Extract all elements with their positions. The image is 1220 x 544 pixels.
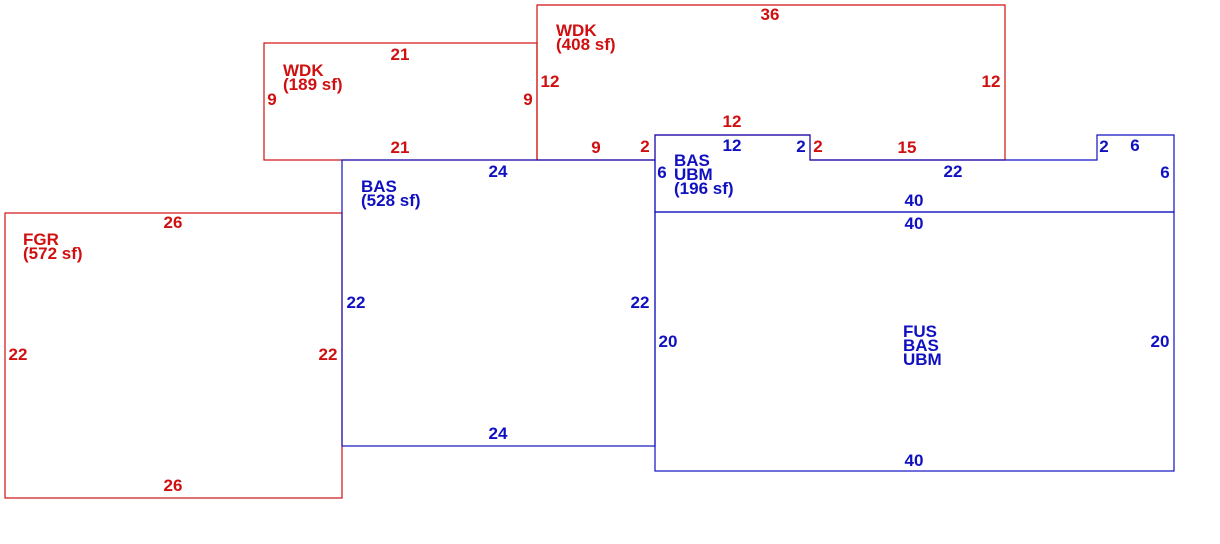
dim-bas-ubm-small-notch-top: 12 xyxy=(722,136,742,155)
dim-fus-right: 20 xyxy=(1150,332,1170,351)
dim-wdk-large-bottom-a: 9 xyxy=(591,138,601,157)
dim-wdk-small-top: 21 xyxy=(390,45,410,64)
dim-wdk-large-bottom-c: 2 xyxy=(813,137,823,156)
dim-wdk-large-bottom-d: 15 xyxy=(897,138,917,157)
bas-ubm-small-code-1: BAS xyxy=(674,151,710,170)
dim-wdk-large-bottom-b: 2 xyxy=(640,137,650,156)
dim-bas-ubm-small-bottom: 40 xyxy=(904,191,924,210)
dim-fgr-bottom: 26 xyxy=(163,476,183,495)
dim-bas-main-right: 22 xyxy=(630,293,650,312)
dim-wdk-small-bottom: 21 xyxy=(390,138,410,157)
dim-fgr-left: 22 xyxy=(8,345,28,364)
dim-fus-bottom: 40 xyxy=(904,451,924,470)
wdk-small-label: WDK (189 sf) xyxy=(283,61,343,94)
dim-bas-ubm-small-step-left: 2 xyxy=(1099,137,1109,156)
dim-bas-ubm-small-right: 6 xyxy=(1160,163,1170,182)
dim-wdk-large-left: 12 xyxy=(540,72,560,91)
fus-bas-ubm-label: FUS BAS UBM xyxy=(903,322,942,369)
bas-main-label: BAS (528 sf) xyxy=(361,177,421,210)
dim-wdk-large-right: 12 xyxy=(981,72,1001,91)
wdk-large-area: (408 sf) xyxy=(556,35,616,54)
fus-bas-ubm-code-2: BAS xyxy=(903,336,939,355)
dim-wdk-small-left: 9 xyxy=(267,90,277,109)
dim-fus-top: 40 xyxy=(904,214,924,233)
dim-bas-main-bottom: 24 xyxy=(488,424,508,443)
dim-bas-ubm-small-notch-right: 2 xyxy=(796,137,806,156)
dim-fgr-right: 22 xyxy=(318,345,338,364)
fus-bas-ubm-code-3: UBM xyxy=(903,350,942,369)
fus-bas-ubm-outline xyxy=(654,211,1175,472)
fgr-label: FGR (572 sf) xyxy=(23,230,83,263)
dim-fus-left: 20 xyxy=(658,332,678,351)
dim-bas-ubm-small-top-mid: 22 xyxy=(943,162,963,181)
dim-bas-main-top: 24 xyxy=(488,162,508,181)
wdk-small-area: (189 sf) xyxy=(283,75,343,94)
dim-bas-ubm-small-left: 6 xyxy=(657,163,667,182)
dim-wdk-small-right: 9 xyxy=(523,90,533,109)
wdk-large-code: WDK xyxy=(556,21,597,40)
dim-wdk-large-top: 36 xyxy=(760,5,780,24)
dim-bas-main-left: 22 xyxy=(346,293,366,312)
dim-fgr-top: 26 xyxy=(163,213,183,232)
fus-bas-ubm-code-1: FUS xyxy=(903,322,937,341)
fgr-code: FGR xyxy=(23,230,59,249)
fgr-area: (572 sf) xyxy=(23,244,83,263)
wdk-small-code: WDK xyxy=(283,61,324,80)
dim-bas-ubm-small-step-top: 6 xyxy=(1130,136,1140,155)
bas-ubm-small-label: BAS UBM (196 sf) xyxy=(674,151,734,198)
bas-main-code: BAS xyxy=(361,177,397,196)
wdk-large-label: WDK (408 sf) xyxy=(556,21,616,54)
dim-wdk-large-notch-top: 12 xyxy=(722,112,742,131)
bas-main-area: (528 sf) xyxy=(361,191,421,210)
bas-ubm-small-code-2: UBM xyxy=(674,165,713,184)
bas-ubm-small-area: (196 sf) xyxy=(674,179,734,198)
bas-ubm-small-outline xyxy=(654,134,1175,213)
